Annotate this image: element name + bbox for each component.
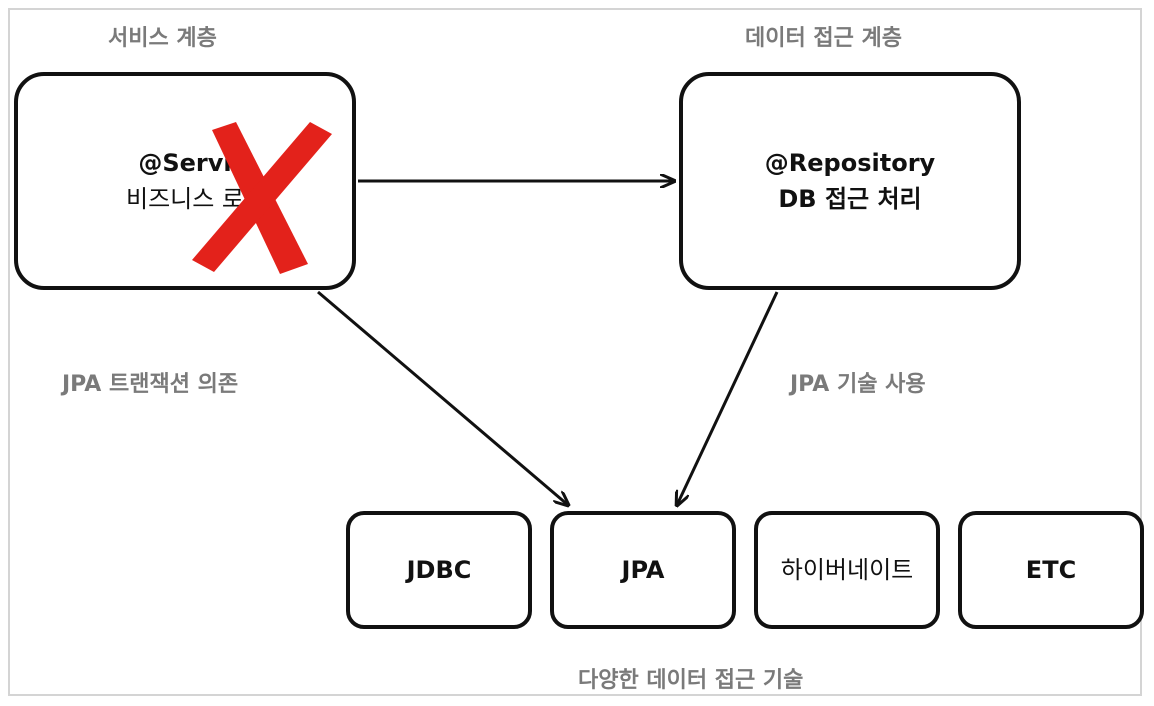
jpa-tech-usage-label: JPA 기술 사용 [790, 372, 926, 397]
repository-box: @Repository DB 접근 처리 [679, 72, 1021, 290]
repository-description: DB 접근 처리 [778, 185, 922, 213]
service-layer-label: 서비스 계층 [108, 26, 217, 51]
tech-box-jdbc: JDBC [346, 511, 532, 629]
x-mark-icon [192, 122, 332, 274]
tech-box-hibernate: 하이버네이트 [754, 511, 940, 629]
tech-box-etc: ETC [958, 511, 1144, 629]
service-annotation: @Servi [138, 149, 232, 177]
tech-box-label: JPA [621, 556, 665, 584]
tech-box-label: JDBC [406, 556, 472, 584]
repository-annotation: @Repository [764, 149, 936, 177]
diagram-frame [8, 8, 1142, 696]
arrow-service-to-jpa [317, 290, 568, 505]
data-access-layer-label: 데이터 접근 계층 [745, 26, 902, 51]
tech-box-label: 하이버네이트 [780, 556, 914, 584]
various-data-access-tech-label: 다양한 데이터 접근 기술 [578, 668, 804, 693]
service-description: 비즈니스 로 [125, 185, 245, 213]
tech-box-jpa: JPA [550, 511, 736, 629]
tech-box-label: ETC [1025, 556, 1077, 584]
jpa-transaction-dependency-label: JPA 트랜잭션 의존 [62, 372, 239, 397]
arrow-repository-to-jpa [677, 291, 779, 505]
service-box: @Servi 비즈니스 로 [14, 72, 356, 290]
